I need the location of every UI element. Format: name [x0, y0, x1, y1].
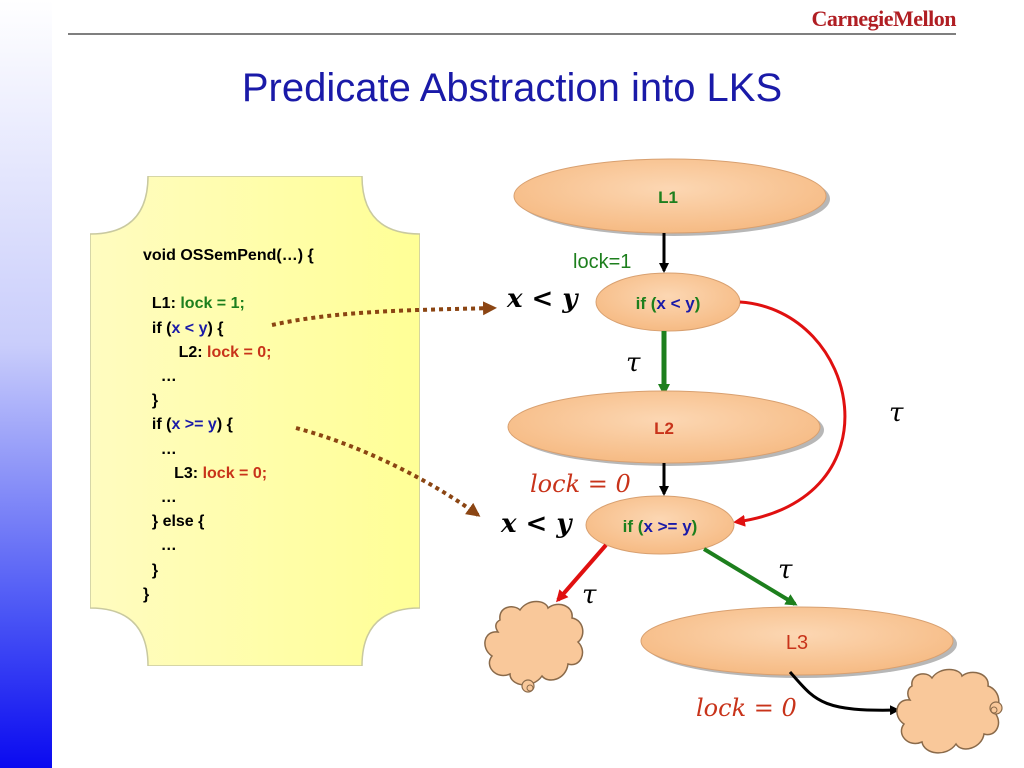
header-rule: [68, 33, 956, 35]
predicate-label-1: x < y: [506, 284, 579, 314]
node-if2-prefix: if (: [623, 517, 644, 536]
code-l1-label: L1:: [151, 295, 176, 313]
code-close-1: }: [151, 392, 159, 410]
cloud-right-bubble-2: [990, 706, 998, 714]
sidebar-gradient: [0, 0, 52, 768]
code-if1-cond: x < y: [171, 319, 208, 337]
node-l3: [640, 606, 954, 676]
code-dots-1: …: [160, 368, 177, 386]
cloud-right-shape: [896, 668, 1000, 754]
tau-label-2: τ: [889, 398, 904, 428]
code-if1-end: ) {: [207, 319, 224, 337]
node-if2: [585, 495, 735, 555]
node-l1-label: L1: [658, 188, 678, 207]
code-l2-label: L2:: [178, 343, 203, 361]
scroll-shape: [90, 176, 420, 666]
cmu-logo: CarnegieMellon: [811, 6, 956, 31]
node-if2-cond: x >= y: [643, 517, 692, 536]
dotted-arrow-if1: [271, 301, 497, 327]
code-close-2: }: [151, 561, 159, 579]
edge-if1-if2: [733, 300, 847, 527]
code-l3-label: L3:: [174, 464, 199, 482]
edge-label-lock0-b: lock = 0: [696, 694, 797, 722]
slide-title: Predicate Abstraction into LKS: [241, 66, 783, 110]
code-line-signature: void OSSemPend(…) {: [143, 247, 314, 264]
code-if2-cond: x >= y: [171, 416, 217, 434]
code-if2-end: ) {: [216, 416, 233, 434]
cloud-left-shape: [484, 600, 584, 686]
code-if1-kw: if (: [151, 319, 172, 337]
node-l3-label: L3: [786, 632, 808, 654]
edge-label-lock0-a: lock = 0: [530, 470, 631, 498]
code-l2-stmt: lock = 0;: [207, 343, 272, 361]
tau-label-4: τ: [778, 555, 793, 585]
code-dots-2: …: [160, 440, 177, 458]
node-if2-label: if (x >= y): [623, 517, 698, 536]
code-close-3: }: [143, 585, 150, 603]
node-if1-prefix: if (: [636, 294, 657, 313]
code-else: } else {: [151, 513, 205, 531]
dotted-arrow-if2: [295, 426, 481, 517]
node-if1-suffix: ): [695, 294, 701, 313]
node-l2-label: L2: [654, 419, 674, 438]
edge-if2-cloud: [556, 543, 608, 603]
code-l3-stmt: lock = 0;: [202, 464, 268, 482]
code-scroll: [90, 176, 420, 666]
tau-label-3: τ: [582, 580, 597, 610]
node-l1: [513, 158, 827, 234]
code-if2-kw: if (: [151, 416, 172, 434]
cloud-left-bubble-2: [526, 684, 534, 692]
node-if1-cond: x < y: [656, 294, 695, 313]
code-dots-4: …: [160, 537, 177, 555]
cloud-left: [484, 600, 584, 693]
tau-label-1: τ: [626, 348, 641, 378]
edge-l3-cloud: [788, 671, 900, 716]
code-l1-stmt: lock = 1;: [180, 295, 245, 313]
node-if1-label: if (x < y): [636, 294, 701, 313]
code-block: void OSSemPend(…) { L1: lock = 1; if (x …: [143, 244, 314, 607]
cloud-right: [896, 668, 1003, 754]
edge-if2-l3: [702, 547, 798, 606]
code-dots-3: …: [160, 489, 177, 507]
edge-label-lock1: lock=1: [573, 251, 631, 273]
node-if2-suffix: ): [692, 517, 698, 536]
predicate-label-2: x < y: [500, 509, 573, 539]
